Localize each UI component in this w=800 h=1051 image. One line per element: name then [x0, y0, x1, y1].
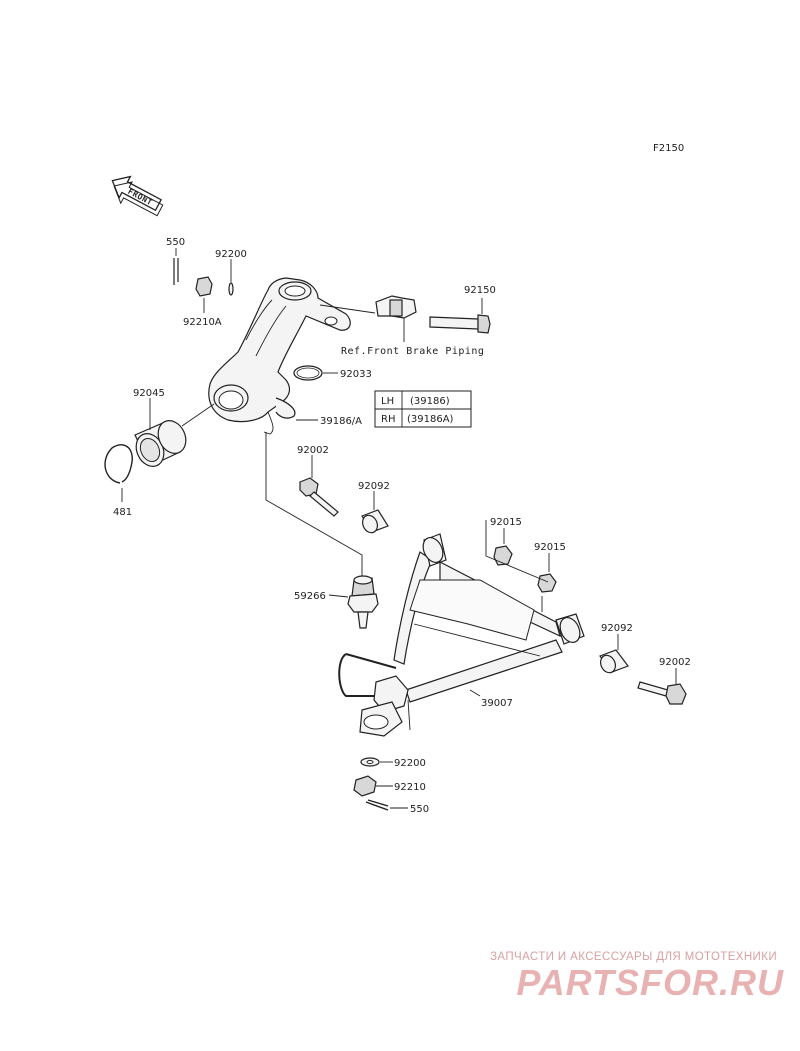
callout-550-bottom: 550	[410, 804, 429, 815]
bolt-92002-right	[637, 668, 687, 705]
callout-59266: 59266	[294, 591, 326, 602]
table-lh-part: (39186)	[410, 396, 450, 407]
figure-code: F2150	[653, 143, 684, 154]
castle-nut-bottom	[353, 775, 393, 797]
cotter-pin-top	[173, 248, 179, 285]
ball-joint-59266	[328, 575, 379, 629]
table-rh-side: RH	[381, 414, 395, 425]
table-lh-side: LH	[381, 396, 394, 407]
side-table	[374, 390, 472, 428]
callout-92002-right: 92002	[659, 657, 691, 668]
bearing-92045	[134, 398, 215, 467]
bolt-92002-top	[299, 455, 339, 517]
callout-92200-top: 92200	[215, 249, 247, 260]
washer-bottom	[360, 757, 393, 767]
steering-knuckle	[208, 277, 376, 435]
brake-piping-clamp	[375, 295, 417, 342]
callout-92033: 92033	[340, 369, 372, 380]
a-arm-39007	[338, 520, 585, 737]
bushing-92092-top	[361, 491, 389, 534]
nut-92015-a	[493, 528, 513, 566]
nut-92015-b	[537, 553, 557, 593]
washer-top	[228, 259, 234, 296]
front-arrow-icon: FRONT	[111, 175, 164, 217]
bolt-92150	[429, 298, 491, 334]
table-rh-part: (39186A)	[407, 414, 454, 425]
bushing-92092-right	[599, 634, 629, 674]
callout-92002-top: 92002	[297, 445, 329, 456]
callout-92015-b: 92015	[534, 542, 566, 553]
callout-92150: 92150	[464, 285, 496, 296]
castle-nut-top	[195, 276, 213, 313]
callout-92200-bottom: 92200	[394, 758, 426, 769]
callout-39007: 39007	[481, 698, 513, 709]
watermark-brand: PARTSFOR.RU	[516, 962, 784, 1003]
callout-92015-a: 92015	[490, 517, 522, 528]
callout-92092-top: 92092	[358, 481, 390, 492]
callout-92092-right: 92092	[601, 623, 633, 634]
reference-note: Ref.Front Brake Piping	[341, 346, 484, 357]
callout-92210a: 92210A	[183, 317, 222, 328]
watermark-tagline: ЗАПЧАСТИ И АКСЕССУАРЫ ДЛЯ МОТОТЕХНИКИ	[490, 951, 777, 963]
cotter-pin-bottom	[365, 799, 408, 811]
callout-550-top: 550	[166, 237, 185, 248]
snap-ring-481	[104, 444, 133, 502]
callout-92045: 92045	[133, 388, 165, 399]
callout-92210: 92210	[394, 782, 426, 793]
o-ring-92033	[293, 365, 338, 381]
callout-39186a: 39186/A	[320, 416, 362, 427]
callout-481: 481	[113, 507, 132, 518]
